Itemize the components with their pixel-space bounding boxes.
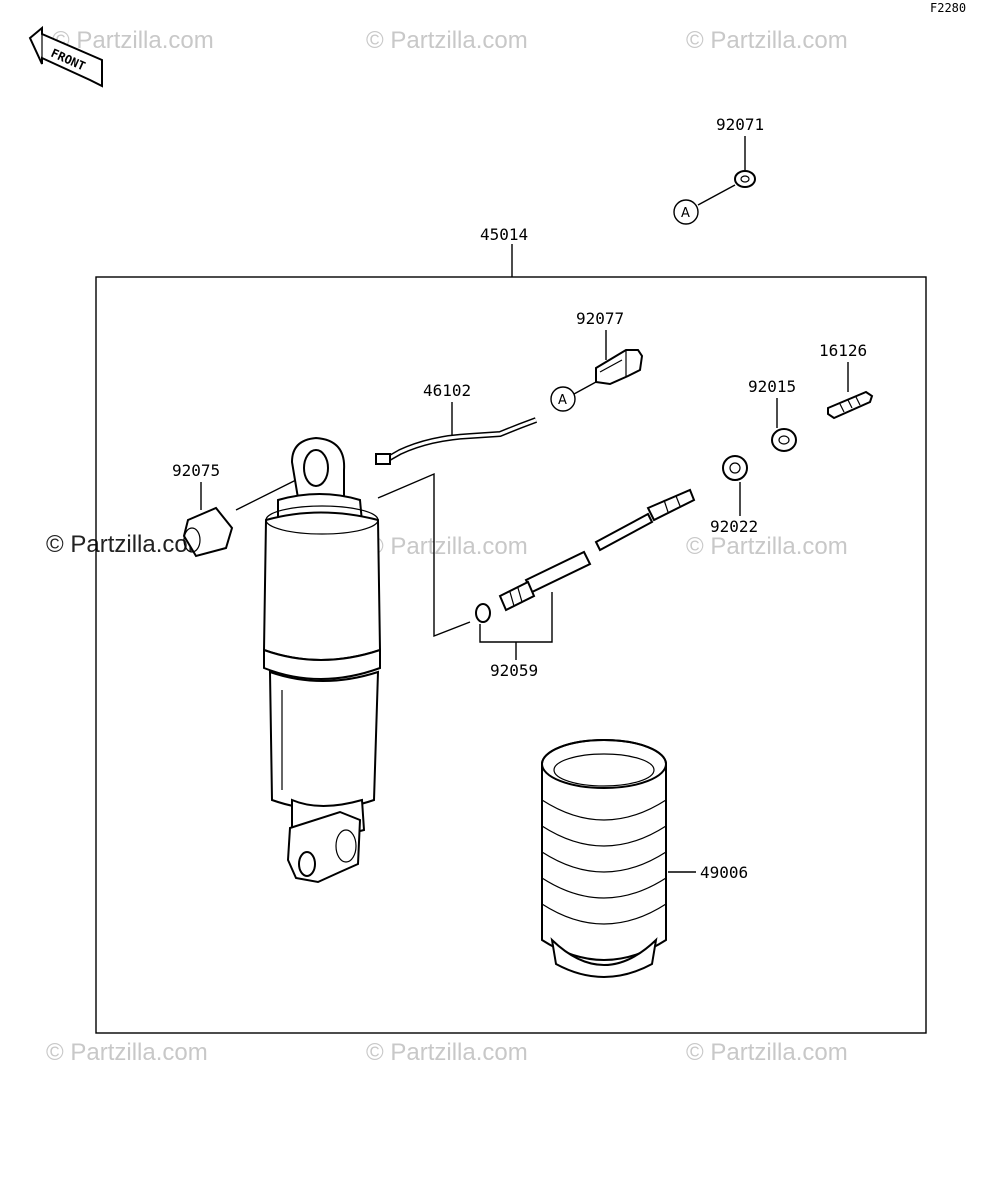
part-label-92071[interactable]: 92071 <box>716 115 764 134</box>
assembly-box <box>95 276 927 1034</box>
part-label-92059[interactable]: 92059 <box>490 661 538 680</box>
washer-icon <box>722 455 748 481</box>
part-label-92015[interactable]: 92015 <box>748 377 796 396</box>
part-label-49006[interactable]: 49006 <box>700 863 748 882</box>
bushing-icon <box>182 506 234 558</box>
part-label-92022[interactable]: 92022 <box>710 517 758 536</box>
shock-absorber-icon <box>262 436 382 884</box>
callout-a-icon: A <box>673 199 699 225</box>
part-label-92077[interactable]: 92077 <box>576 309 624 328</box>
o-ring-icon <box>475 603 491 623</box>
svg-text:A: A <box>558 393 567 408</box>
watermark-text: © Partzilla.com <box>366 1039 528 1066</box>
watermark-text: © Partzilla.com <box>686 1039 848 1066</box>
watermark-text: © Partzilla.com <box>366 533 528 560</box>
watermark-text-dark: © Partzilla.com <box>46 531 208 558</box>
hose-icon <box>375 417 538 465</box>
nut-icon <box>734 170 756 188</box>
watermark-text: © Partzilla.com <box>46 1039 208 1066</box>
valve-icon <box>827 390 874 420</box>
callout-a-icon: A <box>550 386 576 412</box>
part-label-92075[interactable]: 92075 <box>172 461 220 480</box>
watermark-text: © Partzilla.com <box>686 27 848 54</box>
rubber-boot-icon <box>541 739 667 978</box>
watermark-text: © Partzilla.com <box>686 533 848 560</box>
watermark-text: © Partzilla.com <box>366 27 528 54</box>
part-label-45014[interactable]: 45014 <box>480 225 528 244</box>
hex-nut-icon <box>771 428 797 452</box>
svg-text:A: A <box>681 206 690 221</box>
part-label-16126[interactable]: 16126 <box>819 341 867 360</box>
figure-code: F2280 <box>930 1 966 15</box>
bolt-icon <box>595 349 644 386</box>
part-label-46102[interactable]: 46102 <box>423 381 471 400</box>
fitting-rod-icon <box>498 488 696 612</box>
watermarks: © Partzilla.com © Partzilla.com © Partzi… <box>46 27 848 1066</box>
